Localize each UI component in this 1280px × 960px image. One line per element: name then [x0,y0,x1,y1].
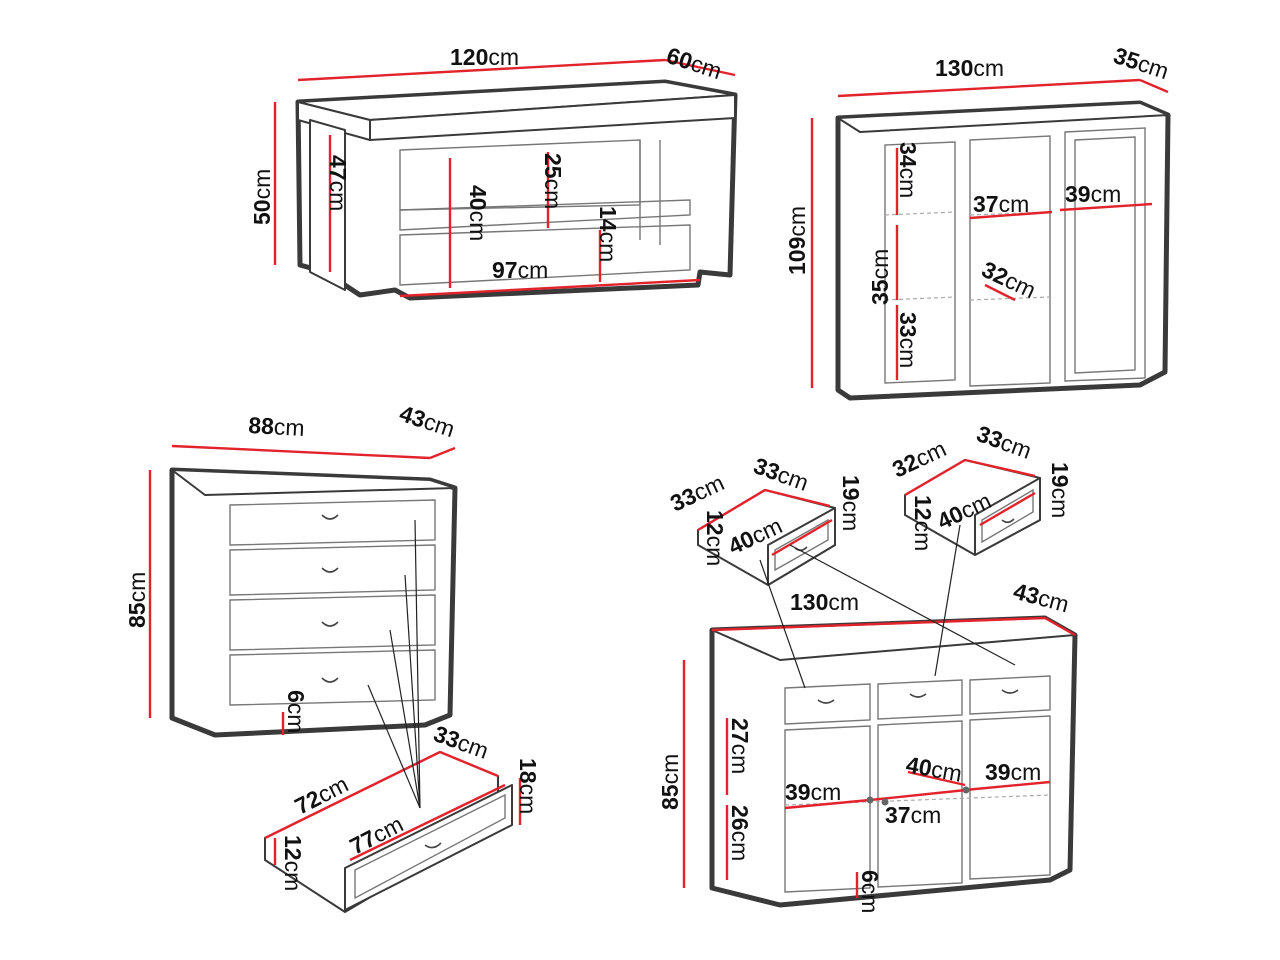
chest-of-drawers [148,444,458,738]
sd1-b-label: 33cm [750,452,812,496]
sb-lower-label: 26cm [727,805,753,861]
sb-height-label: 85cm [657,754,683,810]
vt-upper-label: 34cm [895,142,921,198]
vt-mid-label: 35cm [867,249,893,305]
sb-c4-label: 37cm [885,802,941,828]
vt-depth-label: 35cm [1110,42,1172,84]
vt-lower-label: 33cm [895,312,921,368]
sideboard-drawer-left [697,488,1016,689]
dr-height-label: 18cm [515,758,541,814]
sb-width-label: 130cm [790,589,859,615]
sideboard [682,615,1078,908]
sd1-h-label: 19cm [838,475,864,531]
tt-inner-label: 40cm [465,185,491,241]
sd2-ih-label: 12cm [910,495,936,551]
ch-foot-label: 6cm [283,690,309,733]
tt-inner-width-label: 97cm [492,257,548,283]
tt-shelf-label: 25cm [540,153,566,209]
vt-compartment2-label: 39cm [1065,181,1121,207]
tt-depth-label: 60cm [663,42,725,84]
glass-cabinet [810,78,1171,401]
sb-upper-label: 27cm [727,718,753,774]
dr-inner-height-label: 12cm [280,835,306,891]
sd1-ih-label: 12cm [702,510,728,566]
ch-depth-label: 43cm [396,400,458,442]
tt-width-label: 120cm [450,44,519,70]
sb-c3-label: 39cm [985,759,1041,785]
tt-low-label: 14cm [595,206,621,262]
sd2-h-label: 19cm [1047,462,1073,518]
vt-width-label: 130cm [935,55,1004,81]
sb-foot-label: 6cm [857,870,883,913]
chest-drawer-detail [264,519,522,913]
coffee-table [273,58,738,301]
tt-height-label: 50cm [249,169,275,225]
sideboard-drawer-right [904,458,1041,677]
tt-height2-label: 47cm [325,155,351,211]
ch-width-label: 88cm [248,412,306,441]
dimension-labels: 120cm 60cm 50cm 47cm 40cm 25cm 14cm 97cm… [124,42,1172,913]
vt-height-label: 109cm [784,206,810,275]
vt-compartment1-label: 37cm [973,191,1029,217]
sb-c2-label: 40cm [904,751,964,786]
sd2-b-label: 33cm [973,420,1035,464]
sb-c1-label: 39cm [785,779,841,805]
ch-height-label: 85cm [124,572,150,628]
sb-depth-label: 43cm [1011,578,1072,618]
